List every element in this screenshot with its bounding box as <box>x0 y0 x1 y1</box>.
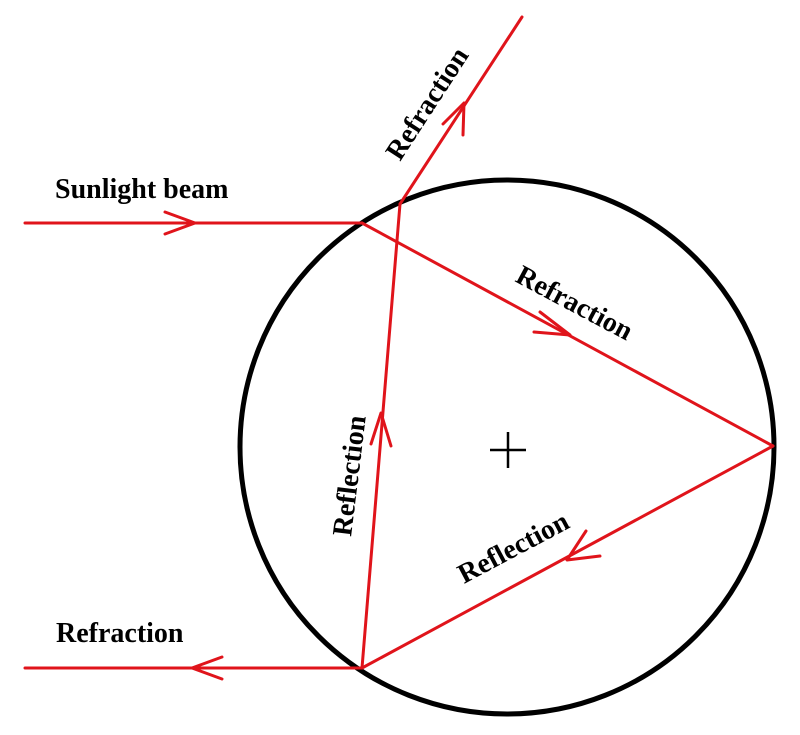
arrow-down-left-icon <box>565 529 602 562</box>
label-refraction-exit-bottom: Refraction <box>56 618 184 649</box>
label-reflection-right: Reflection <box>453 506 575 591</box>
arrow-down-right-icon <box>532 310 572 337</box>
label-reflection-left: Reflection <box>327 413 373 538</box>
refracted-exit-ray-top <box>398 15 524 206</box>
label-sunlight-beam: Sunlight beam <box>55 174 229 205</box>
reflected-ray-left <box>360 202 402 670</box>
label-refraction-inside: Refraction <box>511 260 639 347</box>
arrow-left-icon <box>190 655 224 681</box>
arrow-right-icon <box>163 210 197 236</box>
plus-icon <box>490 432 526 468</box>
arrow-up-right-icon <box>441 101 466 137</box>
arrow-up-icon <box>369 411 393 448</box>
